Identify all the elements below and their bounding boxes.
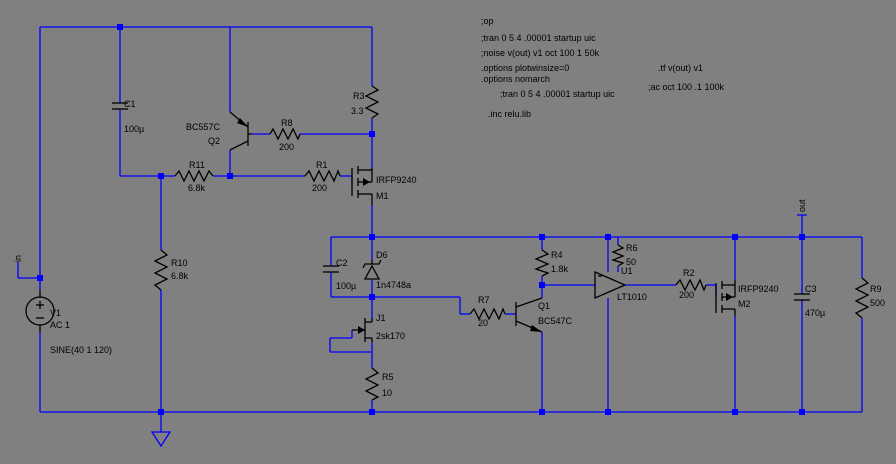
c3-name: C3 bbox=[805, 284, 817, 294]
net-label-out: out bbox=[797, 199, 807, 212]
r2-value: 200 bbox=[679, 290, 694, 300]
v1-value: SINE(40 1 120) bbox=[50, 345, 112, 355]
r1-name: R1 bbox=[316, 160, 328, 170]
m1-mosfet[interactable] bbox=[351, 166, 373, 205]
r7-name: R7 bbox=[478, 295, 490, 305]
r4-resistor[interactable] bbox=[534, 249, 550, 277]
directive-options1: .options plotwinsize=0 bbox=[481, 63, 569, 73]
c3-capacitor[interactable] bbox=[794, 293, 810, 301]
directive-tran: ;tran 0 5 4 .00001 startup uic bbox=[481, 33, 596, 43]
u1-buffer[interactable] bbox=[594, 271, 627, 299]
directive-options2: .options nomarch bbox=[481, 74, 550, 84]
directive-tf: .tf v(out) v1 bbox=[658, 63, 703, 73]
q2-type: BC557C bbox=[186, 122, 221, 132]
r9-value: 500 bbox=[870, 298, 885, 308]
r11-resistor[interactable] bbox=[174, 169, 214, 183]
q1-type: BC547C bbox=[538, 316, 573, 326]
c1-value: 100µ bbox=[124, 124, 144, 134]
c3-value: 470µ bbox=[805, 308, 825, 318]
c2-capacitor[interactable] bbox=[323, 265, 339, 273]
r7-value: 20 bbox=[478, 318, 488, 328]
directive-inc: .inc relu.lib bbox=[488, 109, 531, 119]
r10-name: R10 bbox=[171, 258, 188, 268]
q2-transistor[interactable] bbox=[229, 111, 252, 151]
directive-tran2: ;tran 0 5 4 .00001 startup uic bbox=[500, 89, 615, 99]
u1-type: LT1010 bbox=[617, 292, 647, 302]
j1-name: J1 bbox=[376, 313, 386, 323]
c2-name: C2 bbox=[336, 258, 348, 268]
r8-value: 200 bbox=[279, 142, 294, 152]
r1-value: 200 bbox=[312, 183, 327, 193]
spice-directives: ;op ;tran 0 5 4 .00001 startup uic ;nois… bbox=[481, 16, 725, 119]
r1-resistor[interactable] bbox=[304, 169, 341, 183]
r7-resistor[interactable] bbox=[469, 307, 506, 321]
v1-ac: AC 1 bbox=[50, 320, 70, 330]
q2-name: Q2 bbox=[208, 136, 220, 146]
r11-name: R11 bbox=[189, 160, 205, 170]
r5-name: R5 bbox=[382, 372, 394, 382]
directive-ac: ;ac oct 100 .1 100k bbox=[648, 82, 725, 92]
r5-resistor[interactable] bbox=[364, 367, 380, 401]
m1-name: M1 bbox=[376, 191, 389, 201]
r2-name: R2 bbox=[683, 268, 695, 278]
r3-name: R3 bbox=[353, 91, 365, 101]
d6-value: 1n4748a bbox=[376, 280, 411, 290]
m2-name: M2 bbox=[738, 299, 751, 309]
junctions bbox=[37, 24, 805, 415]
r10-value: 6.8k bbox=[171, 271, 189, 281]
c2-value: 100µ bbox=[336, 281, 356, 291]
r3-value: 3.3 bbox=[351, 106, 364, 116]
v1-source[interactable] bbox=[25, 290, 55, 332]
ground-symbol bbox=[150, 431, 172, 448]
c1-name: C1 bbox=[124, 99, 136, 109]
component-labels: in out V1 AC 1 SINE(40 1 120) C1 100µ R3… bbox=[13, 91, 885, 398]
wires bbox=[17, 26, 863, 432]
u1-name: U1 bbox=[621, 266, 633, 276]
r9-resistor[interactable] bbox=[854, 277, 870, 319]
c1-capacitor[interactable] bbox=[112, 102, 128, 110]
r9-name: R9 bbox=[870, 284, 882, 294]
r3-resistor[interactable] bbox=[364, 85, 380, 119]
m1-type: IRFP9240 bbox=[376, 175, 417, 185]
d6-name: D6 bbox=[376, 250, 388, 260]
q1-transistor[interactable] bbox=[515, 297, 543, 333]
r4-name: R4 bbox=[551, 250, 563, 260]
r11-value: 6.8k bbox=[188, 183, 206, 193]
r6-resistor[interactable] bbox=[611, 244, 625, 267]
r5-value: 10 bbox=[382, 388, 392, 398]
r6-value: 50 bbox=[626, 257, 636, 267]
m2-type: IRFP9240 bbox=[738, 284, 779, 294]
v1-name: V1 bbox=[50, 308, 61, 318]
d6-zener-diode[interactable] bbox=[362, 259, 382, 280]
j1-jfet[interactable] bbox=[352, 318, 373, 342]
q1-name: Q1 bbox=[538, 301, 550, 311]
r6-name: R6 bbox=[626, 243, 638, 253]
directive-op: ;op bbox=[481, 16, 494, 26]
m2-mosfet[interactable] bbox=[715, 280, 736, 316]
r8-name: R8 bbox=[281, 118, 293, 128]
directive-noise: ;noise v(out) v1 oct 100 1 50k bbox=[481, 48, 600, 58]
r8-resistor[interactable] bbox=[269, 127, 301, 141]
r10-resistor[interactable] bbox=[153, 249, 169, 291]
net-label-in: in bbox=[13, 255, 23, 262]
r4-value: 1.8k bbox=[551, 264, 569, 274]
r2-resistor[interactable] bbox=[675, 278, 707, 292]
j1-value: 2sk170 bbox=[376, 331, 405, 341]
